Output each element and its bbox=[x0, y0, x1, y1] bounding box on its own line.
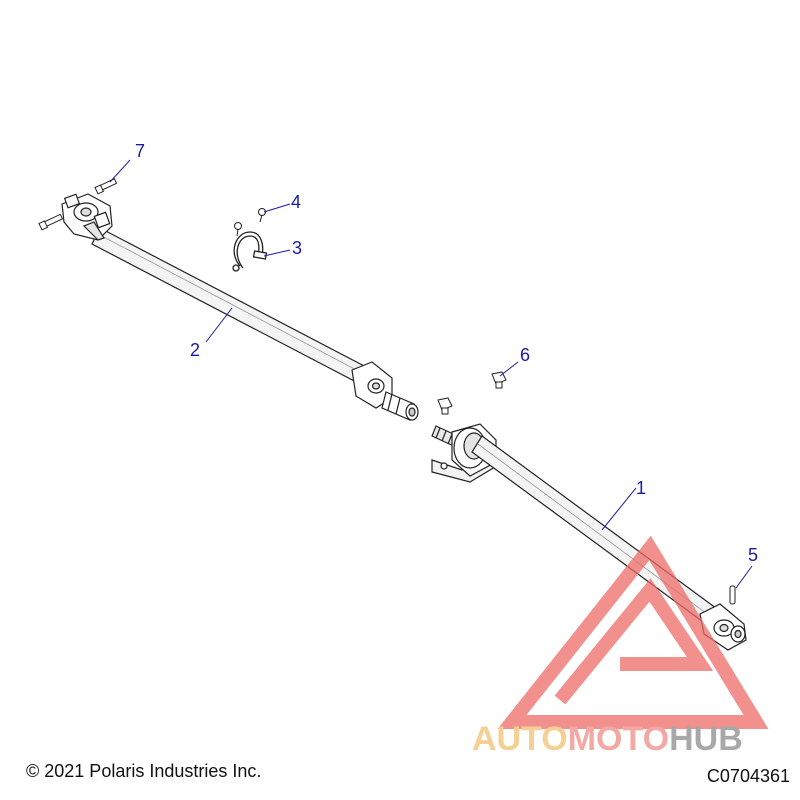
front-prop-shaft bbox=[61, 193, 419, 421]
leader-6 bbox=[499, 361, 519, 377]
rear-prop-shaft bbox=[431, 423, 747, 651]
leader-2 bbox=[205, 307, 233, 343]
front-u-joint-right bbox=[351, 361, 419, 421]
watermark-triangle-logo bbox=[497, 535, 769, 729]
clamp-3 bbox=[232, 231, 268, 272]
callout-5: 5 bbox=[748, 545, 758, 565]
automotohub-watermark: AUTOMOTOHUB bbox=[472, 535, 769, 758]
diagram-code: C0704361 bbox=[706, 766, 790, 786]
leader-4 bbox=[263, 203, 291, 213]
watermark-moto: MOTO bbox=[568, 720, 669, 758]
flange-bolt-6a bbox=[491, 371, 507, 389]
callout-3: 3 bbox=[292, 238, 302, 258]
copyright-notice: © 2021 Polaris Industries Inc. bbox=[26, 761, 262, 781]
callout-1: 1 bbox=[636, 478, 646, 498]
watermark-hub: HUB bbox=[669, 720, 743, 758]
leader-3 bbox=[263, 249, 291, 257]
svg-text:AUTOMOTOHUB: AUTOMOTOHUB bbox=[472, 720, 743, 758]
leader-5 bbox=[735, 565, 753, 589]
leader-7 bbox=[109, 159, 131, 183]
screw-4a bbox=[258, 208, 266, 223]
callout-7: 7 bbox=[135, 141, 145, 161]
flange-bolt-6b bbox=[437, 397, 453, 415]
bolt-7-upper bbox=[94, 178, 118, 195]
leader-1 bbox=[601, 487, 637, 531]
callout-6: 6 bbox=[520, 345, 530, 365]
bolt-7-lower bbox=[38, 213, 64, 231]
callout-2: 2 bbox=[190, 340, 200, 360]
callout-4: 4 bbox=[291, 192, 301, 212]
roll-pin-5 bbox=[729, 585, 736, 605]
screw-4b bbox=[234, 222, 242, 237]
watermark-auto: AUTO bbox=[472, 720, 568, 758]
leader-lines bbox=[109, 159, 753, 589]
front-u-joint-left bbox=[61, 193, 113, 241]
